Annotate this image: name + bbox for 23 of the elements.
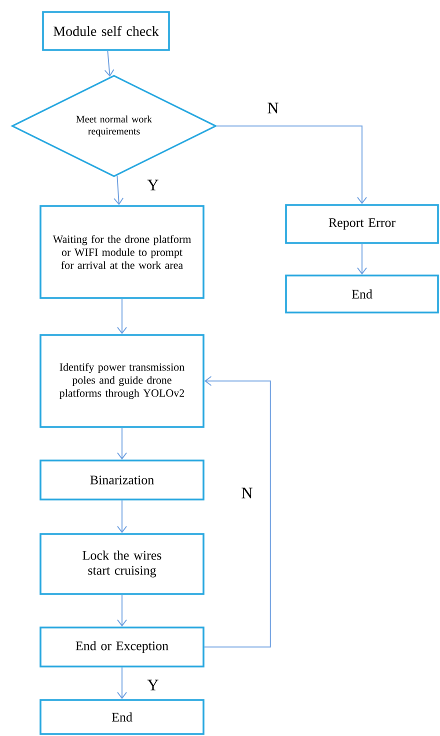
process-box: Lock the wires start cruising: [40, 533, 204, 595]
process-box: Waiting for the drone platform or WIFI module to prompt for arrival at the work area: [40, 205, 204, 299]
process-box: End or Exception: [40, 626, 204, 668]
process-box: Report Error: [285, 204, 439, 244]
edge-label: Y: [146, 678, 160, 692]
process-box: End: [40, 699, 204, 735]
arrow: [357, 243, 367, 275]
arrow: [117, 298, 127, 334]
arrow: [117, 594, 127, 627]
edge-label: N: [240, 486, 254, 500]
arrow: [114, 175, 124, 206]
edge-label: N: [266, 102, 280, 114]
arrow: [104, 50, 114, 77]
arrow: [204, 376, 271, 648]
arrow: [117, 427, 127, 460]
arrow: [117, 666, 127, 700]
process-box: End: [285, 274, 439, 314]
process-box: Module self check: [42, 11, 170, 51]
arrow: [117, 500, 127, 534]
edge-label: Y: [146, 178, 160, 192]
arrow: [216, 126, 367, 204]
process-box: Binarization: [40, 460, 204, 500]
process-box: Identify power transmission poles and guide drone platforms through YOLOv2: [40, 334, 204, 428]
